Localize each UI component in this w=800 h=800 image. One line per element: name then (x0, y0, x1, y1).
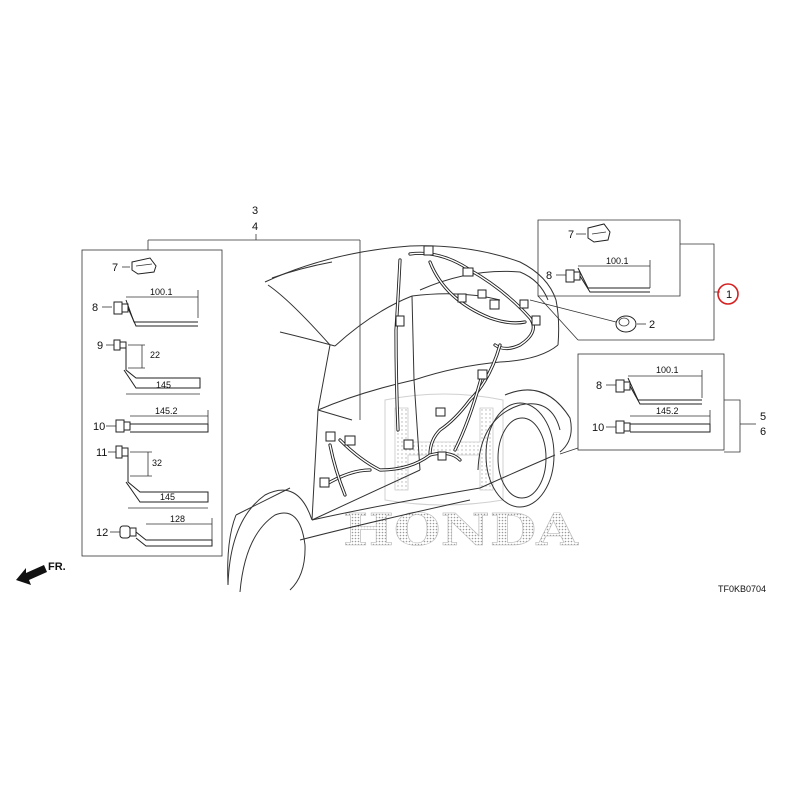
left-item-12-dimension: 128 (170, 514, 185, 524)
right-item-10-number: 10 (592, 422, 604, 434)
part-number-3: 3 (252, 205, 258, 217)
right-clip-10-icon (615, 420, 631, 434)
part-number-1[interactable]: 1 (726, 289, 732, 301)
grommet-2-icon (615, 315, 637, 333)
clip-8-icon (113, 301, 129, 315)
top-right-item-8-number: 8 (546, 270, 552, 282)
left-item-8-dimension: 100.1 (150, 287, 173, 297)
front-direction-arrow: FR. (16, 561, 66, 585)
car-body-outline (227, 245, 572, 593)
top-right-item-7-number: 7 (568, 229, 574, 241)
callout-2: 2 (529, 299, 655, 333)
left-item-12-number: 12 (96, 527, 108, 539)
left-item-10-number: 10 (93, 421, 105, 433)
right-clip-8-icon (615, 379, 631, 393)
callout-5-6: 5 6 (559, 399, 766, 455)
left-item-11-dim-vertical: 32 (152, 458, 162, 468)
left-item-11-dim-horizontal: 145 (160, 492, 175, 502)
wire-harness (319, 245, 541, 497)
front-arrow-label: FR. (48, 561, 66, 573)
left-item-10-dimension: 145.2 (155, 406, 178, 416)
top-right-parts-box: 7 8 100.1 (537, 219, 681, 297)
clip-9-icon (113, 339, 127, 351)
callout-1: 1 (537, 243, 739, 341)
right-item-10-dimension: 145.2 (656, 406, 679, 416)
left-item-11-number: 11 (96, 447, 107, 459)
top-right-clip-7-icon (587, 223, 611, 243)
clip-11-icon (115, 445, 129, 459)
clip-10-icon (115, 419, 131, 433)
clip-12-icon (119, 525, 137, 539)
part-number-6: 6 (760, 426, 766, 438)
clip-7-icon (131, 257, 157, 275)
right-item-8-dimension: 100.1 (656, 365, 679, 375)
top-right-clip-8-icon (565, 269, 581, 283)
left-item-9-dim-horizontal: 145 (156, 380, 171, 390)
right-parts-box: 8 100.1 10 145.2 (577, 353, 725, 451)
left-item-9-number: 9 (97, 340, 103, 352)
honda-watermark: HONDA (343, 393, 579, 556)
left-item-8-number: 8 (92, 302, 98, 314)
left-parts-box: 7 8 100.1 9 22 145 10 (81, 249, 223, 557)
diagram-code: TF0KB0704 (718, 584, 766, 594)
left-item-7-number: 7 (112, 262, 118, 274)
top-right-item-8-dimension: 100.1 (606, 256, 629, 266)
left-item-9-dim-vertical: 22 (150, 350, 160, 360)
part-number-5: 5 (760, 411, 766, 423)
callout-3-4: 3 4 (147, 205, 361, 420)
right-item-8-number: 8 (596, 380, 602, 392)
part-number-4: 4 (252, 221, 258, 233)
honda-watermark-text: HONDA (343, 505, 579, 556)
part-number-2[interactable]: 2 (649, 319, 655, 331)
part-1-highlight-circle[interactable] (717, 283, 739, 305)
